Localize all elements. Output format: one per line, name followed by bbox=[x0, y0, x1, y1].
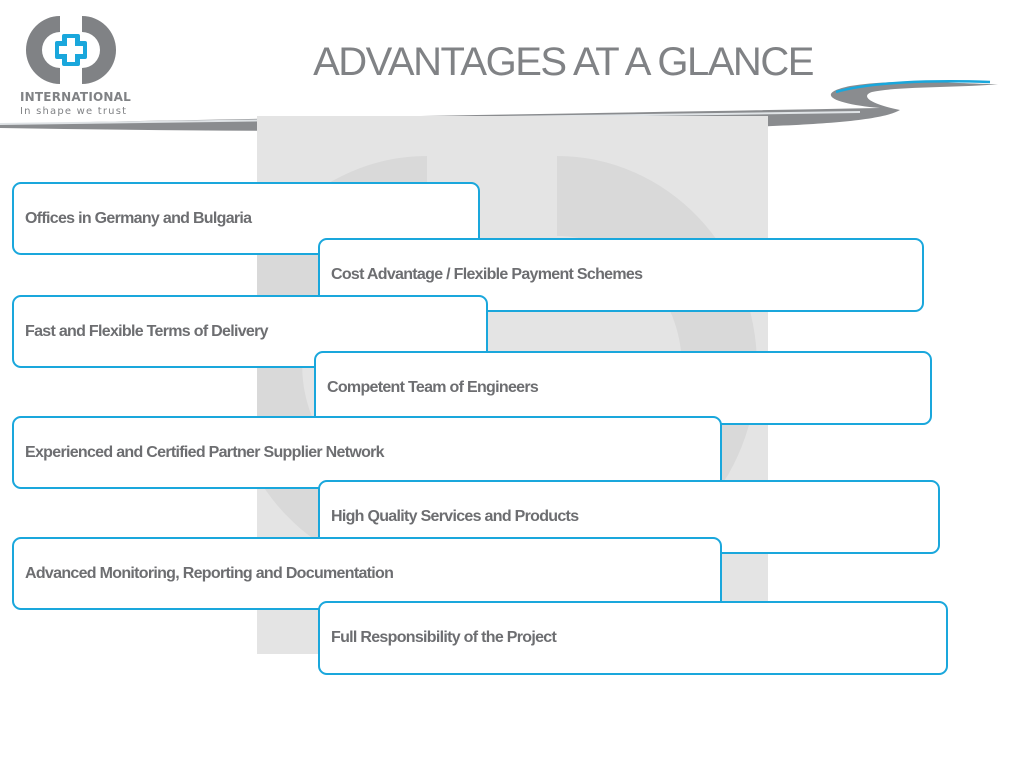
advantage-cost: Cost Advantage / Flexible Payment Scheme… bbox=[318, 238, 924, 312]
advantage-engineers: Competent Team of Engineers bbox=[314, 351, 932, 425]
page-title: ADVANTAGES AT A GLANCE bbox=[313, 40, 814, 84]
advantage-label: Competent Team of Engineers bbox=[327, 379, 539, 396]
advantage-label: Offices in Germany and Bulgaria bbox=[25, 209, 252, 227]
advantage-label: Advanced Monitoring, Reporting and Docum… bbox=[25, 564, 394, 582]
advantage-quality: High Quality Services and Products bbox=[318, 480, 940, 554]
advantage-label: High Quality Services and Products bbox=[331, 508, 579, 525]
company-logo: INTERNATIONAL In shape we trust bbox=[18, 10, 131, 118]
advantage-label: Fast and Flexible Terms of Delivery bbox=[25, 322, 269, 340]
advantage-label: Cost Advantage / Flexible Payment Scheme… bbox=[331, 266, 643, 283]
logo-name: INTERNATIONAL bbox=[20, 90, 131, 104]
advantage-label: Full Responsibility of the Project bbox=[331, 629, 557, 646]
advantage-monitoring: Advanced Monitoring, Reporting and Docum… bbox=[12, 537, 722, 610]
logo-mark-icon bbox=[25, 15, 117, 84]
advantage-network: Experienced and Certified Partner Suppli… bbox=[12, 416, 722, 489]
advantage-responsibility: Full Responsibility of the Project bbox=[318, 601, 948, 675]
advantage-label: Experienced and Certified Partner Suppli… bbox=[25, 443, 385, 461]
logo-tagline: In shape we trust bbox=[20, 106, 128, 117]
